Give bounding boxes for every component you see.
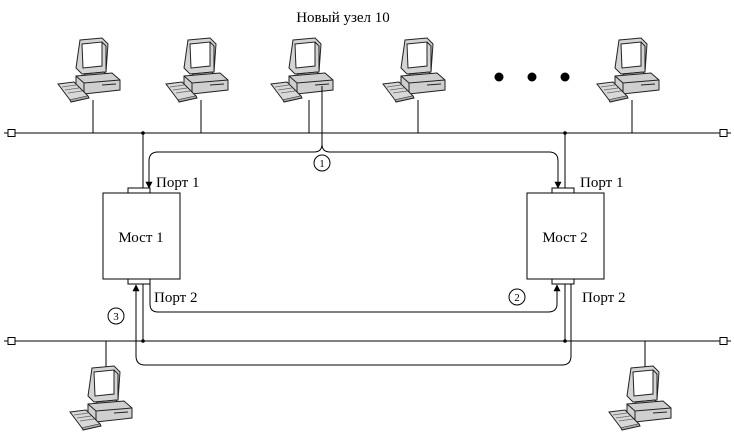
flow-path-1-right [321,143,562,189]
bridge-1-port-2-label: Порт 2 [154,290,197,306]
computer-icon [382,37,446,103]
svg-text:1: 1 [319,158,325,170]
bridge-2-port-1-connector [551,187,575,194]
svg-text:2: 2 [514,292,520,304]
computer-icon [596,37,660,103]
bridge-1: Мост 1 [102,187,181,285]
computer-icon [608,365,672,431]
bridge-1-port-1-connector [127,187,151,194]
computer-icon [165,37,229,103]
three-dots-icon [494,72,570,82]
new-node-title: Новый узел 10 [296,10,390,26]
bridge-2: Мост 2 [526,187,605,285]
bus-terminator-icon [719,129,732,137]
bridge-1-port-1-label: Порт 1 [156,175,199,191]
computer-icon [69,365,133,431]
computer-icon [57,37,121,103]
bridge-1-label: Мост 1 [118,230,163,246]
bridge-2-port-1-label: Порт 1 [580,175,623,191]
bus-terminator-icon [719,337,732,345]
marker-1: 1 [313,154,331,172]
marker-3: 3 [107,307,125,325]
svg-text:3: 3 [113,311,119,323]
bridge-2-port-2-label: Порт 2 [582,290,625,306]
marker-2: 2 [508,288,526,306]
flow-path-1-left [145,133,323,189]
bus-terminator-icon [3,337,16,345]
bridge-2-port-2-connector [551,278,575,285]
flow-path-3 [132,284,572,366]
bridge-1-port-2-connector [127,278,151,285]
new-node-computer-icon [270,37,334,103]
bridge-2-label: Мост 2 [542,230,587,246]
bus-terminator-icon [3,129,16,137]
flow-path-2 [149,284,561,313]
